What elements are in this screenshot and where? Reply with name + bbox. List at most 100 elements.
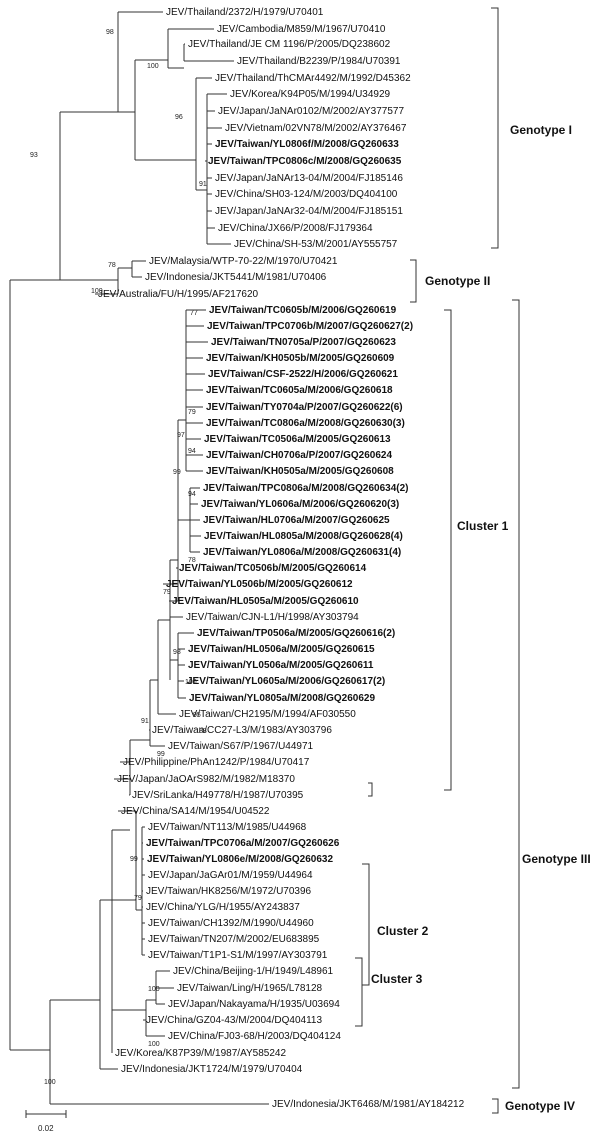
cluster-3-bracket <box>355 957 363 1027</box>
cluster-1-label: Cluster 1 <box>457 519 509 533</box>
scale-bar-label: 0.02 <box>38 1124 54 1133</box>
leaf-label: JEV/Taiwan/YL0606a/M/2006/GQ260620(3) <box>201 499 399 510</box>
bootstrap-value: 100 <box>91 288 103 295</box>
leaf-label: JEV/Japan/JaNAr32-04/M/2004/FJ185151 <box>215 206 403 217</box>
leaf-label: JEV/Taiwan/TN207/M/2002/EU683895 <box>148 934 320 945</box>
bootstrap-value: 78 <box>108 262 116 269</box>
leaf-label: JEV/Taiwan/TPC0806c/M/2008/GQ260635 <box>208 156 402 167</box>
leaf-label: JEV/Japan/Nakayama/H/1935/U03694 <box>168 999 340 1010</box>
s67-bracket <box>368 782 373 797</box>
leaf-label: JEV/Taiwan/TC0605a/M/2006/GQ260618 <box>206 385 393 396</box>
leaf-label: JEV/Taiwan/CC27-L3/M/1983/AY303796 <box>152 725 332 736</box>
leaf-label: JEV/Thailand/ThCMAr4492/M/1992/D45362 <box>215 73 411 84</box>
leaf-label: JEV/Taiwan/Ling/H/1965/L78128 <box>177 983 323 994</box>
bootstrap-value: 98 <box>173 649 181 656</box>
leaf-label: JEV/Taiwan/HL0706a/M/2007/GQ260625 <box>203 515 390 526</box>
cluster-2-bracket <box>362 863 370 986</box>
leaf-label: JEV/Indonesia/JKT5441/M/1981/U70406 <box>145 272 327 283</box>
genotype-ii-bracket <box>410 259 417 303</box>
leaf-label: JEV/Taiwan/HK8256/M/1972/U70396 <box>146 886 312 897</box>
bootstrap-value: 78 <box>188 557 196 564</box>
cluster-3-label: Cluster 3 <box>371 972 423 986</box>
tree-leaf-labels: JEV/Thailand/2372/H/1979/U70401JEV/Cambo… <box>98 7 465 1110</box>
leaf-label: JEV/Taiwan/TC0806a/M/2008/GQ260630(3) <box>206 418 405 429</box>
leaf-label: JEV/China/SH-53/M/2001/AY555757 <box>234 239 398 250</box>
leaf-label: JEV/Malaysia/WTP-70-22/M/1970/U70421 <box>149 256 338 267</box>
genotype-ii-label: Genotype II <box>425 274 490 288</box>
leaf-label: JEV/Taiwan/TY0704a/P/2007/GQ260622(6) <box>206 402 403 413</box>
genotype-iii-label: Genotype III <box>522 852 591 866</box>
leaf-label: JEV/Taiwan/HL0506a/M/2005/GQ260615 <box>188 644 375 655</box>
leaf-label: JEV/China/SA14/M/1954/U04522 <box>121 806 270 817</box>
scale-bar <box>25 1110 67 1118</box>
leaf-label: JEV/Thailand/JE CM 1196/P/2005/DQ238602 <box>188 39 391 50</box>
bootstrap-value: 99 <box>157 751 165 758</box>
leaf-label: JEV/Taiwan/TC0605b/M/2006/GQ260619 <box>209 305 397 316</box>
leaf-label: JEV/Taiwan/CJN-L1/H/1998/AY303794 <box>186 612 359 623</box>
bootstrap-value: 95 <box>193 712 201 719</box>
leaf-label: JEV/Taiwan/KH0505b/M/2005/GQ260609 <box>206 353 395 364</box>
cluster-2-label: Cluster 2 <box>377 924 429 938</box>
leaf-label: JEV/China/Beijing-1/H/1949/L48961 <box>173 966 334 977</box>
leaf-label: JEV/Japan/JaNAr0102/M/2002/AY377577 <box>218 106 404 117</box>
leaf-label: JEV/Taiwan/TC0506b/M/2005/GQ260614 <box>179 563 367 574</box>
leaf-label: JEV/Indonesia/JKT1724/M/1979/U70404 <box>121 1064 303 1075</box>
leaf-label: JEV/Taiwan/KH0505a/M/2005/GQ260608 <box>206 466 394 477</box>
cluster-1-bracket <box>444 309 452 791</box>
leaf-label: JEV/Indonesia/JKT6468/M/1981/AY184212 <box>272 1099 465 1110</box>
leaf-label: JEV/Japan/JaOArS982/M/1982/M18370 <box>117 774 295 785</box>
leaf-label: JEV/Australia/FU/H/1995/AF217620 <box>98 289 259 300</box>
leaf-label: JEV/Taiwan/HL0805a/M/2008/GQ260628(4) <box>204 531 403 542</box>
genotype-iv-bracket <box>492 1098 499 1114</box>
bootstrap-value: 100 <box>148 1041 160 1048</box>
genotype-i-bracket <box>491 7 499 249</box>
leaf-label: JEV/Taiwan/TPC0706a/M/2007/GQ260626 <box>146 838 340 849</box>
leaf-label: JEV/Taiwan/TC0506a/M/2005/GQ260613 <box>204 434 391 445</box>
bootstrap-value: 97 <box>177 432 185 439</box>
bootstrap-value: 94 <box>188 448 196 455</box>
leaf-label: JEV/Taiwan/TP0506a/M/2005/GQ260616(2) <box>197 628 395 639</box>
bootstrap-value: 99 <box>130 856 138 863</box>
leaf-label: JEV/Korea/K94P05/M/1994/U34929 <box>230 89 391 100</box>
leaf-label: JEV/Taiwan/CH1392/M/1990/U44960 <box>148 918 314 929</box>
leaf-label: JEV/Vietnam/02VN78/M/2002/AY376467 <box>225 123 407 134</box>
bootstrap-value: 100 <box>44 1079 56 1086</box>
leaf-label: JEV/Taiwan/CH0706a/P/2007/GQ260624 <box>206 450 392 461</box>
bootstrap-value: 99 <box>173 469 181 476</box>
bootstrap-value: 98 <box>106 29 114 36</box>
leaf-label: JEV/Taiwan/CSF-2522/H/2006/GQ260621 <box>208 369 398 380</box>
leaf-label: JEV/Taiwan/TPC0706b/M/2007/GQ260627(2) <box>207 321 413 332</box>
leaf-label: JEV/Cambodia/M859/M/1967/U70410 <box>217 24 386 35</box>
leaf-label: JEV/China/FJ03-68/H/2003/DQ404124 <box>168 1031 341 1042</box>
genotype-iv-label: Genotype IV <box>505 1099 575 1113</box>
bootstrap-value: 96 <box>175 114 183 121</box>
leaf-label: JEV/Thailand/2372/H/1979/U70401 <box>166 7 324 18</box>
bootstrap-value: 100 <box>185 679 197 686</box>
leaf-label: JEV/Taiwan/YL0605a/M/2006/GQ260617(2) <box>187 676 385 687</box>
leaf-label: JEV/China/YLG/H/1955/AY243837 <box>146 902 300 913</box>
leaf-label: JEV/Taiwan/YL0806e/M/2008/GQ260632 <box>147 854 333 865</box>
leaf-label: JEV/Taiwan/YL0805a/M/2008/GQ260629 <box>189 693 375 704</box>
leaf-label: JEV/Taiwan/T1P1-S1/M/1997/AY303791 <box>148 950 328 961</box>
bootstrap-value: 91 <box>141 718 149 725</box>
leaf-label: JEV/Taiwan/TPC0806a/M/2008/GQ260634(2) <box>203 483 408 494</box>
leaf-label: JEV/Taiwan/TN0705a/P/2007/GQ260623 <box>211 337 396 348</box>
leaf-label: JEV/Taiwan/S67/P/1967/U44971 <box>168 741 314 752</box>
leaf-label: JEV/Korea/K87P39/M/1987/AY585242 <box>115 1048 286 1059</box>
leaf-label: JEV/Japan/JaGAr01/M/1959/U44964 <box>148 870 313 881</box>
leaf-label: JEV/Taiwan/YL0506b/M/2005/GQ260612 <box>166 579 353 590</box>
tree-branches <box>9 11 269 1105</box>
leaf-label: JEV/SriLanka/H49778/H/1987/U70395 <box>132 790 304 801</box>
leaf-label: JEV/Taiwan/YL0506a/M/2005/GQ260611 <box>188 660 374 671</box>
leaf-label: JEV/Japan/JaNAr13-04/M/2004/FJ185146 <box>215 173 403 184</box>
leaf-label: JEV/China/SH03-124/M/2003/DQ404100 <box>215 189 398 200</box>
bootstrap-value: 91 <box>199 181 207 188</box>
bootstrap-value: 100 <box>147 63 159 70</box>
leaf-label: JEV/Taiwan/CH2195/M/1994/AF030550 <box>179 709 356 720</box>
bootstrap-labels: 9810096919378100777997949994787999981009… <box>30 29 207 1086</box>
bootstrap-value: 100 <box>148 986 160 993</box>
bootstrap-value: 79 <box>163 589 171 596</box>
leaf-label: JEV/Taiwan/HL0505a/M/2005/GQ260610 <box>172 596 359 607</box>
genotype-i-label: Genotype I <box>510 123 572 137</box>
